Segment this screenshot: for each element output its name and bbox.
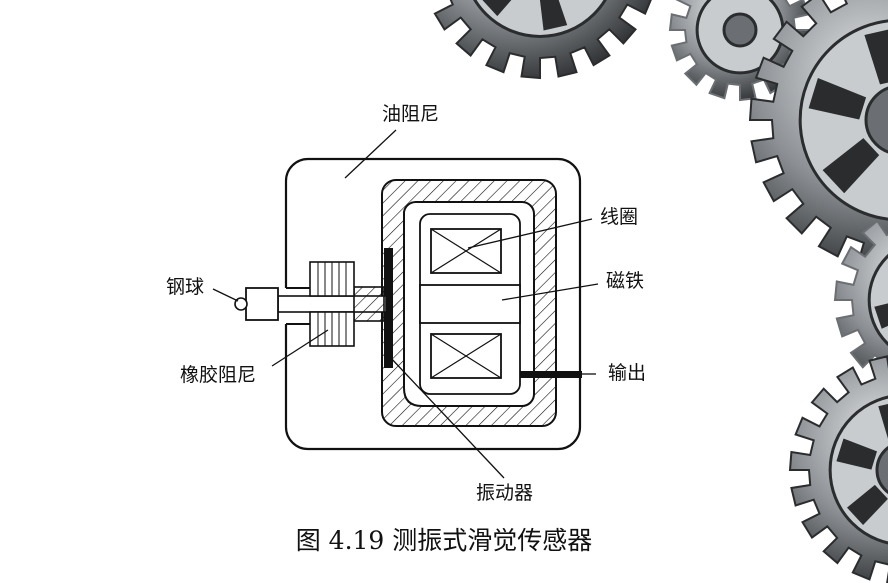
label-magnet: 磁铁 (606, 270, 645, 292)
gear-icon (433, 0, 652, 80)
coil-lower (430, 333, 502, 379)
gear-icon (788, 355, 888, 583)
vibrator-plate (384, 248, 393, 368)
label-steel-ball: 钢球 (166, 276, 205, 298)
label-coil: 线圈 (600, 206, 639, 228)
leader-magnet (501, 283, 599, 301)
leader-vibrator (388, 355, 505, 479)
label-oil-damper: 油阻尼 (382, 103, 440, 125)
decorative-gears (433, 0, 888, 583)
label-output: 输出 (608, 362, 647, 384)
leader-lines (212, 129, 599, 479)
coil-upper (430, 228, 502, 274)
hatched-inner-housing (381, 179, 557, 427)
label-vibrator: 振动器 (476, 482, 534, 504)
figure-caption: 图 4.19 测振式滑觉传感器 (295, 526, 593, 555)
ball-holder (245, 287, 279, 321)
gear-icon (668, 0, 812, 102)
leader-rubber-damper (271, 329, 329, 367)
magnet-core (419, 284, 521, 324)
leader-steel-ball (212, 288, 239, 302)
rubber-damper-block-lower (309, 311, 355, 347)
rubber-damper-block-upper (309, 261, 355, 297)
gear-icon (748, 0, 888, 270)
output-lead (520, 371, 582, 378)
label-rubber-damper: 橡胶阻尼 (180, 364, 257, 386)
leader-oil-damper (344, 129, 397, 179)
gear-icon (833, 219, 888, 386)
leader-coil (467, 218, 593, 249)
shaft-sleeve (353, 286, 385, 322)
